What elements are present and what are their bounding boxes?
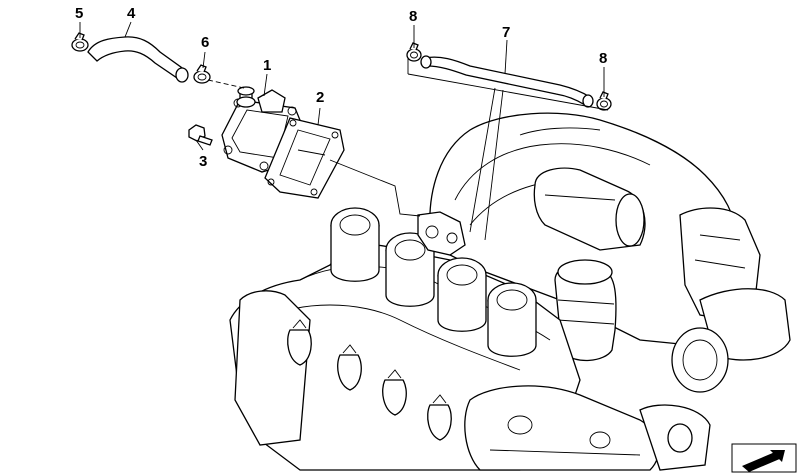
callout-7: 7: [502, 24, 510, 41]
callouts: 5 4 6 1 2 3 8 7 8: [75, 5, 607, 170]
callout-6: 6: [201, 34, 209, 51]
callout-5: 5: [75, 5, 83, 22]
gasket: [264, 117, 345, 199]
hose-clamp-6: [193, 64, 211, 84]
hose-clamp-5: [71, 32, 89, 52]
callout-8-left: 8: [409, 8, 417, 25]
intake-runners: [330, 207, 537, 357]
leader-lines: [79, 21, 609, 241]
diagram-reference-icon: [731, 443, 797, 473]
callout-8-right: 8: [599, 50, 607, 67]
engine-block: [229, 112, 791, 471]
breather-hose: [87, 36, 189, 83]
callout-3: 3: [199, 153, 207, 170]
vent-hose: [420, 55, 594, 108]
callout-1: 1: [263, 57, 271, 74]
spark-plug-bores: [287, 319, 452, 441]
bolt: [188, 124, 213, 146]
hose-clamp-8-left: [406, 42, 422, 62]
hose-clamp-8-right: [596, 91, 612, 111]
callout-2: 2: [316, 89, 324, 106]
callout-4: 4: [127, 5, 136, 22]
